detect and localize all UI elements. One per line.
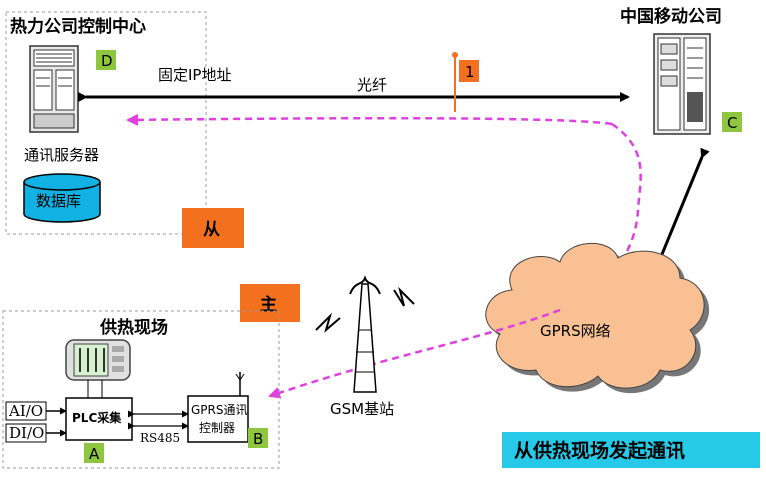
dio-label: DI/O — [9, 424, 44, 442]
server-label: 通讯服务器 — [24, 146, 99, 164]
tag-b-label: B — [253, 430, 263, 448]
flag-badge — [459, 60, 479, 82]
master-badge — [240, 284, 300, 322]
gsm-label: GSM基站 — [330, 400, 394, 418]
antenna-icon — [235, 372, 245, 396]
tag-a — [84, 443, 104, 463]
aio-label: AI/O — [8, 402, 43, 420]
slave-label: 从 — [203, 220, 220, 240]
banner — [502, 432, 760, 468]
plc-label: PLC采集 — [72, 410, 122, 425]
master-label: 主 — [260, 294, 277, 315]
database-icon — [23, 173, 101, 223]
fiber-label: 光纤 — [357, 76, 387, 94]
tag-d-label: D — [101, 52, 113, 70]
tag-c — [722, 112, 742, 132]
rs485-label: RS485 — [140, 431, 180, 445]
gprs-controller-line1: GPRS通讯 — [191, 403, 248, 417]
heating-site-title: 供热现场 — [99, 317, 168, 338]
flag-icon — [452, 52, 458, 112]
hmi-panel-icon — [65, 339, 131, 398]
mobile-server-icon — [653, 33, 711, 135]
ip-label: 固定IP地址 — [158, 66, 231, 84]
gprs-network-label: GPRS网络 — [540, 322, 611, 340]
banner-text: 从供热现场发起通讯 — [514, 439, 685, 462]
server-icon — [29, 45, 79, 133]
tag-b — [248, 428, 268, 448]
heating-site-box — [2, 310, 280, 469]
plc-box — [65, 397, 133, 441]
return-path-top — [126, 113, 613, 126]
gprs-cloud — [485, 243, 710, 394]
tag-c-label: C — [727, 114, 737, 132]
tag-d — [96, 50, 116, 70]
control-center-title: 热力公司控制中心 — [10, 16, 146, 37]
control-center-box — [5, 11, 207, 235]
tag-a-label: A — [89, 445, 100, 463]
gsm-tower-icon — [315, 275, 415, 393]
database-label: 数据库 — [36, 192, 81, 210]
gprs-controller-box — [187, 395, 249, 443]
slave-badge — [182, 208, 244, 248]
gprs-controller-line2: 控制器 — [199, 421, 235, 435]
return-path-lower — [268, 308, 561, 399]
flag-label: 1 — [465, 63, 475, 81]
mobile-gprs-link — [656, 147, 710, 266]
mobile-title: 中国移动公司 — [620, 6, 722, 27]
